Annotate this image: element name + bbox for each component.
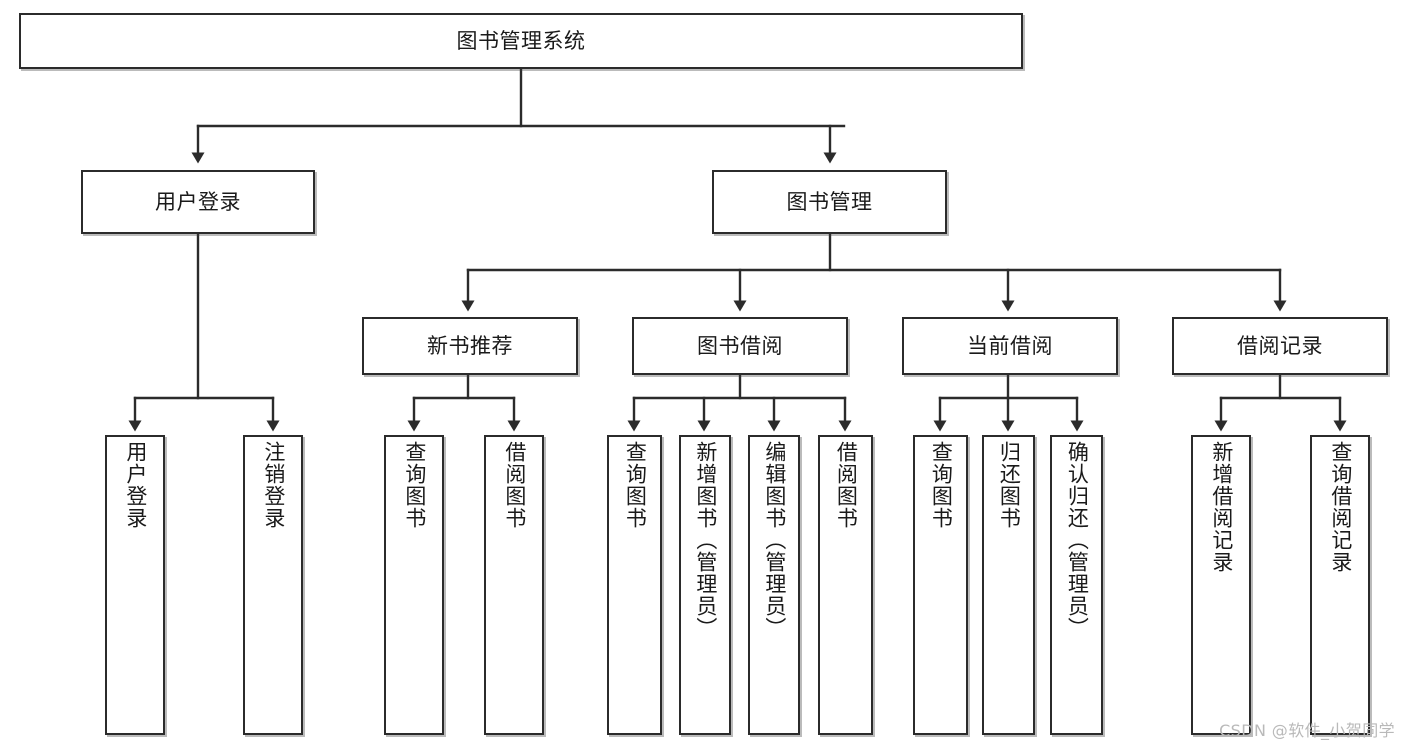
leaf-user-login-label: 用户登录 xyxy=(123,441,148,529)
node-borrow-record[interactable]: 借阅记录 xyxy=(1172,317,1388,375)
node-root[interactable]: 图书管理系统 xyxy=(19,13,1023,69)
leaf-query-book-1[interactable]: 查询图书 xyxy=(384,435,444,735)
node-book-borrow[interactable]: 图书借阅 xyxy=(632,317,848,375)
node-book-borrow-label: 图书借阅 xyxy=(697,333,783,358)
leaf-user-login[interactable]: 用户登录 xyxy=(105,435,165,735)
leaf-edit-book-admin-label: 编辑图书（管理员） xyxy=(762,441,787,639)
leaf-borrow-book-1-label: 借阅图书 xyxy=(502,441,527,529)
leaf-borrow-book-2-label: 借阅图书 xyxy=(834,441,859,529)
leaf-add-borrow-record-label: 新增借阅记录 xyxy=(1209,441,1234,573)
leaf-query-borrow-record[interactable]: 查询借阅记录 xyxy=(1310,435,1370,735)
leaf-query-book-3-label: 查询图书 xyxy=(929,441,954,529)
leaf-return-book[interactable]: 归还图书 xyxy=(982,435,1035,735)
node-book-manage[interactable]: 图书管理 xyxy=(712,170,947,234)
watermark: CSDN @软件_小贺同学 xyxy=(1219,721,1395,740)
leaf-return-book-label: 归还图书 xyxy=(997,441,1022,529)
node-current-borrow[interactable]: 当前借阅 xyxy=(902,317,1118,375)
leaf-add-book-admin[interactable]: 新增图书（管理员） xyxy=(679,435,731,735)
leaf-confirm-return-admin[interactable]: 确认归还（管理员） xyxy=(1050,435,1103,735)
leaf-borrow-book-2[interactable]: 借阅图书 xyxy=(818,435,873,735)
node-root-label: 图书管理系统 xyxy=(456,28,586,53)
leaf-query-book-2[interactable]: 查询图书 xyxy=(607,435,662,735)
leaf-borrow-book-1[interactable]: 借阅图书 xyxy=(484,435,544,735)
node-book-manage-label: 图书管理 xyxy=(786,189,873,214)
node-new-book-recommend[interactable]: 新书推荐 xyxy=(362,317,578,375)
node-borrow-record-label: 借阅记录 xyxy=(1237,333,1323,358)
leaf-add-borrow-record[interactable]: 新增借阅记录 xyxy=(1191,435,1251,735)
node-new-book-recommend-label: 新书推荐 xyxy=(427,333,513,358)
node-user-login[interactable]: 用户登录 xyxy=(81,170,315,234)
leaf-query-borrow-record-label: 查询借阅记录 xyxy=(1328,441,1353,573)
leaf-query-book-1-label: 查询图书 xyxy=(402,441,427,529)
leaf-confirm-return-admin-label: 确认归还（管理员） xyxy=(1065,441,1090,639)
node-current-borrow-label: 当前借阅 xyxy=(967,333,1053,358)
leaf-edit-book-admin[interactable]: 编辑图书（管理员） xyxy=(748,435,800,735)
leaf-logout-label: 注销登录 xyxy=(261,441,286,529)
leaf-logout[interactable]: 注销登录 xyxy=(243,435,303,735)
leaf-add-book-admin-label: 新增图书（管理员） xyxy=(693,441,718,639)
node-user-login-label: 用户登录 xyxy=(155,189,241,214)
leaf-query-book-3[interactable]: 查询图书 xyxy=(913,435,968,735)
leaf-query-book-2-label: 查询图书 xyxy=(623,441,648,529)
